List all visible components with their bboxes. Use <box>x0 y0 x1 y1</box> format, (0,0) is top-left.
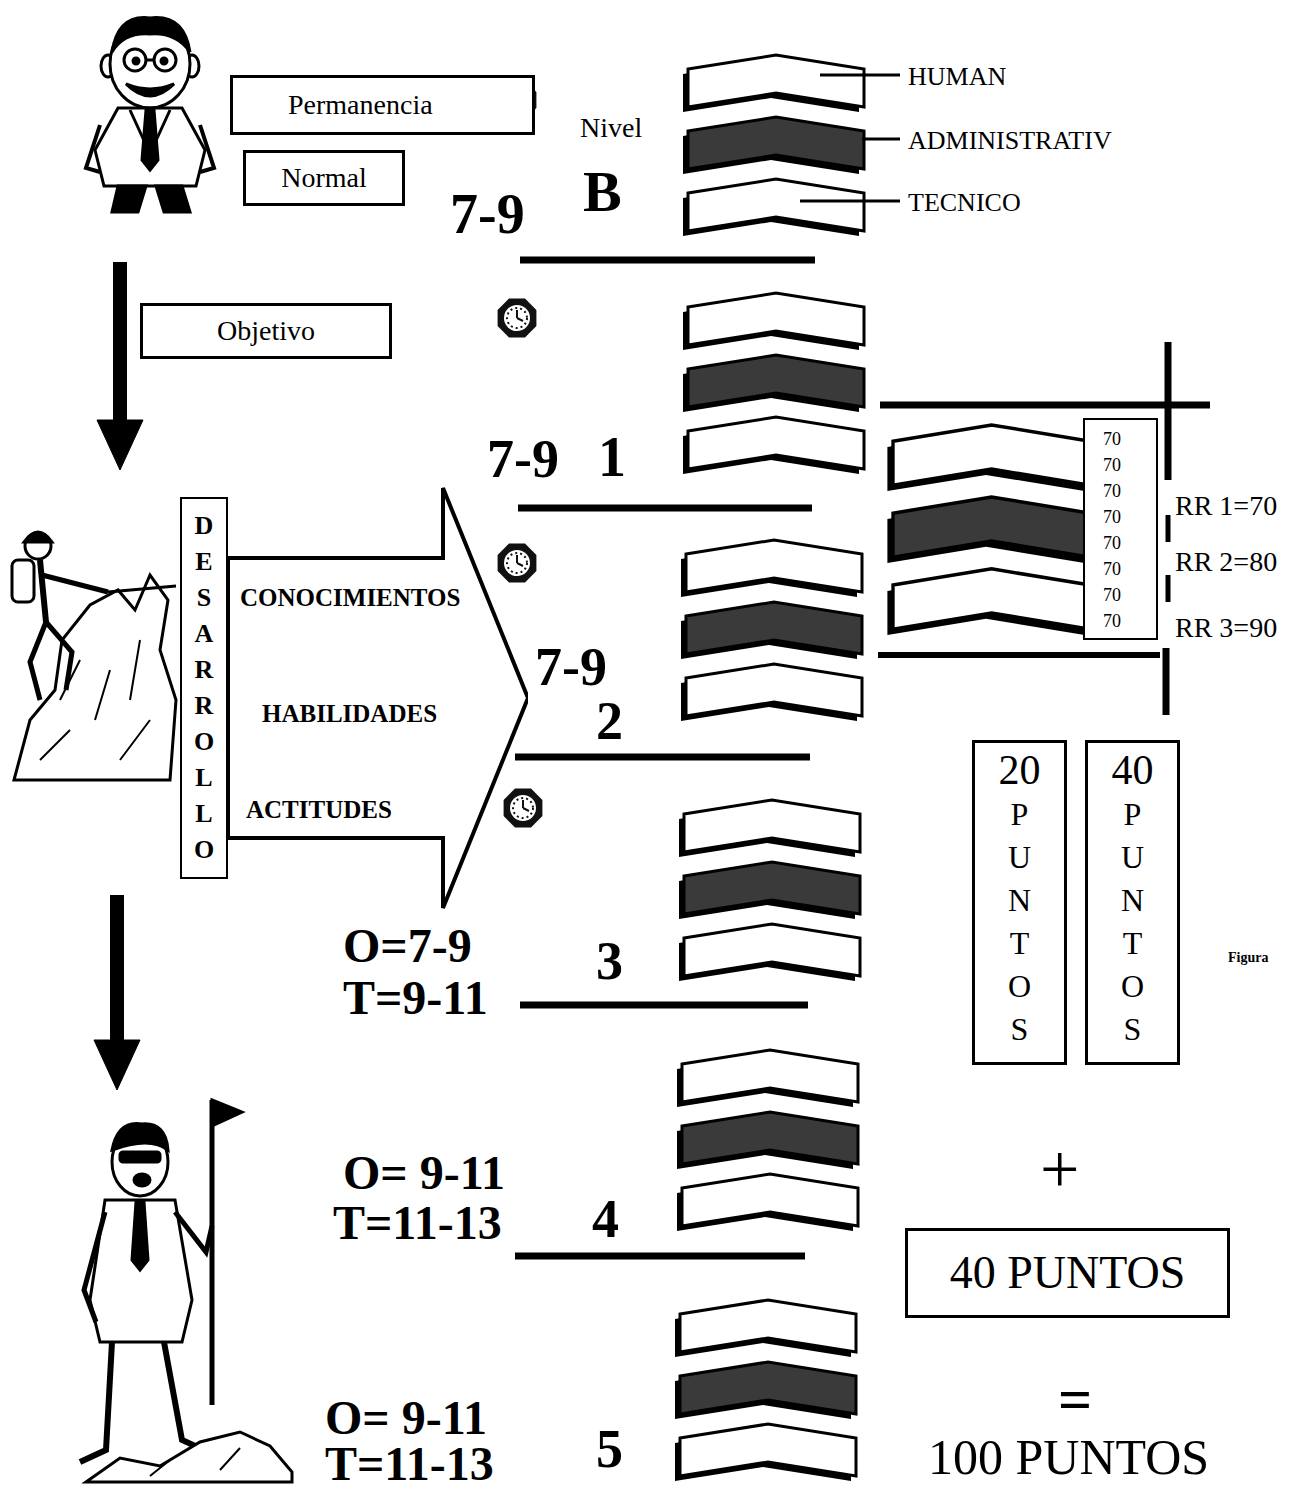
step-number: 5 <box>596 1418 623 1480</box>
businessman-figure <box>86 18 214 212</box>
separator-line <box>515 1253 805 1260</box>
chevron-stack <box>675 1300 856 1481</box>
duration-box: Permanencia <box>230 75 535 135</box>
level-label: ADMINISTRATIV <box>908 126 1112 156</box>
node-text: HABILIDADES <box>262 700 437 728</box>
leader-line <box>820 74 900 77</box>
node-text: 70 <box>1103 504 1121 530</box>
step-number: 4 <box>592 1188 619 1250</box>
total-label: 100 PUNTOS <box>928 1428 1209 1486</box>
node-text: 20 <box>999 747 1041 793</box>
bracket-line <box>1163 648 1170 715</box>
separator-lines <box>515 260 815 1256</box>
chevron-stack <box>679 800 860 981</box>
clock-icon <box>498 299 537 338</box>
node-text: PUNTOS <box>1004 793 1036 1051</box>
chevron-stack <box>677 1050 858 1231</box>
arrow-head <box>97 420 143 470</box>
step-number: 2 <box>596 690 623 752</box>
range-label: O=7-9 <box>343 918 472 973</box>
climber-figure <box>12 532 176 780</box>
node-text: 70 <box>1103 556 1121 582</box>
score-column: 7070707070707070 <box>1083 418 1158 640</box>
node-text: ACTITUDES <box>246 796 392 824</box>
score-label: RR 1=70 <box>1175 490 1277 522</box>
range-label: O= 9-11 <box>325 1390 487 1445</box>
node-text: 70 <box>1103 426 1121 452</box>
node-text: 70 <box>1103 478 1121 504</box>
range-bracket <box>878 342 1210 715</box>
range-label: 7-9 <box>535 636 607 698</box>
clock-icon <box>498 544 537 583</box>
range-label: O= 9-11 <box>343 1145 505 1200</box>
chevron-stack <box>887 425 1090 635</box>
level-letter: B <box>583 158 622 225</box>
bracket-line <box>878 652 1160 658</box>
operator: = <box>1058 1365 1092 1434</box>
step-number: 1 <box>598 425 626 489</box>
separator-line <box>520 257 815 264</box>
chevron-stack <box>683 293 864 474</box>
points-box: 40 PUNTOS <box>905 1228 1230 1318</box>
node-text: 40 <box>1112 747 1154 793</box>
range-label: T=9-11 <box>343 970 488 1025</box>
node-text: Objetivo <box>217 314 315 348</box>
score-label: RR 2=80 <box>1175 546 1277 578</box>
figure-caption: Figura <box>1228 950 1268 966</box>
competence-arrow: CONOCIMIENTOS HABILIDADES ACTITUDES <box>228 478 528 918</box>
node-text: Permanencia <box>288 88 433 122</box>
arrow-outline <box>228 478 528 918</box>
separator-line <box>520 1002 808 1009</box>
step-number: 3 <box>596 930 623 992</box>
objective-box: Objetivo <box>140 303 392 359</box>
node-text: 40 PUNTOS <box>950 1245 1186 1300</box>
node-text: Normal <box>281 161 367 195</box>
leader-line <box>862 138 900 141</box>
down-arrow <box>110 895 124 1042</box>
down-arrow <box>113 262 127 422</box>
node-text: DESARROLLO <box>191 508 217 868</box>
separator-line <box>518 505 812 512</box>
points-box: 20PUNTOS <box>972 740 1067 1065</box>
node-text: 70 <box>1103 452 1121 478</box>
node-text: 70 <box>1103 530 1121 556</box>
separator-line <box>515 754 810 761</box>
bracket-line <box>1166 515 1171 542</box>
level-label: TECNICO <box>908 188 1021 218</box>
bracket-line <box>1165 342 1172 480</box>
clock-icon <box>504 789 543 828</box>
level-label: HUMAN <box>908 62 1006 92</box>
node-text: PUNTOS <box>1117 793 1149 1051</box>
operator: + <box>1040 1130 1079 1210</box>
bracket-line <box>880 402 1210 409</box>
leader-lines <box>800 75 900 201</box>
chevron-stack <box>683 55 864 236</box>
type-box: Normal <box>243 150 405 206</box>
arrow-shape <box>228 488 528 908</box>
arrow-head <box>94 1040 140 1090</box>
bracket-line <box>1166 575 1171 602</box>
node-text: 70 <box>1103 582 1121 608</box>
chevron-stack <box>681 540 862 721</box>
node-text: CONOCIMIENTOS <box>240 584 460 612</box>
node-text: 70 <box>1103 608 1121 634</box>
range-label: 7-9 <box>487 428 559 490</box>
points-box: 40PUNTOS <box>1085 740 1180 1065</box>
development-box: DESARROLLO <box>180 497 228 879</box>
leader-line <box>800 200 900 203</box>
range-label: T=11-13 <box>333 1195 502 1250</box>
level-label: Nivel <box>580 112 642 144</box>
range-label: T=11-13 <box>325 1436 494 1491</box>
range-label: 7-9 <box>450 182 525 246</box>
score-label: RR 3=90 <box>1175 612 1277 644</box>
summit-figure <box>80 1100 292 1482</box>
